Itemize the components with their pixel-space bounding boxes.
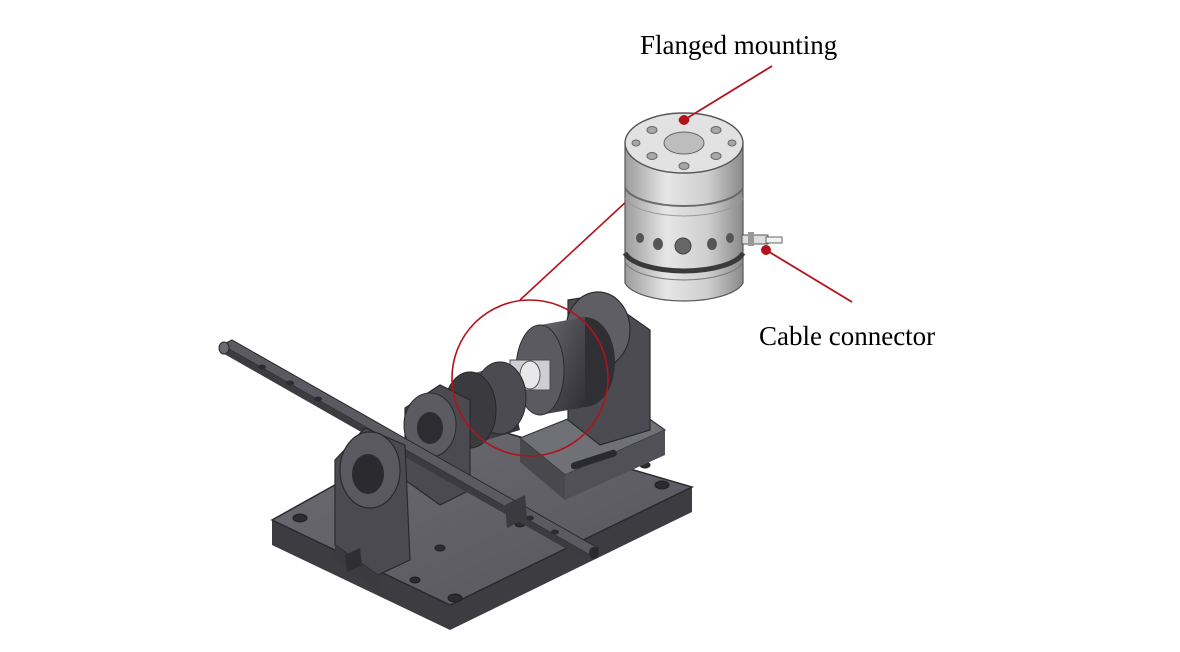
focus-circle [451,299,609,457]
focus-leader-line [519,199,629,301]
cable-connector-label: Cable connector [759,321,936,351]
test-bench-assembly-icon [218,291,695,630]
flanged-mounting-label: Flanged mounting [640,30,838,60]
cable-connector-marker [761,245,771,255]
torque-sensor-icon [622,112,783,302]
flanged-mounting-leader [683,65,773,121]
flanged-mounting-marker [679,115,689,125]
cable-connector-leader [765,249,853,303]
